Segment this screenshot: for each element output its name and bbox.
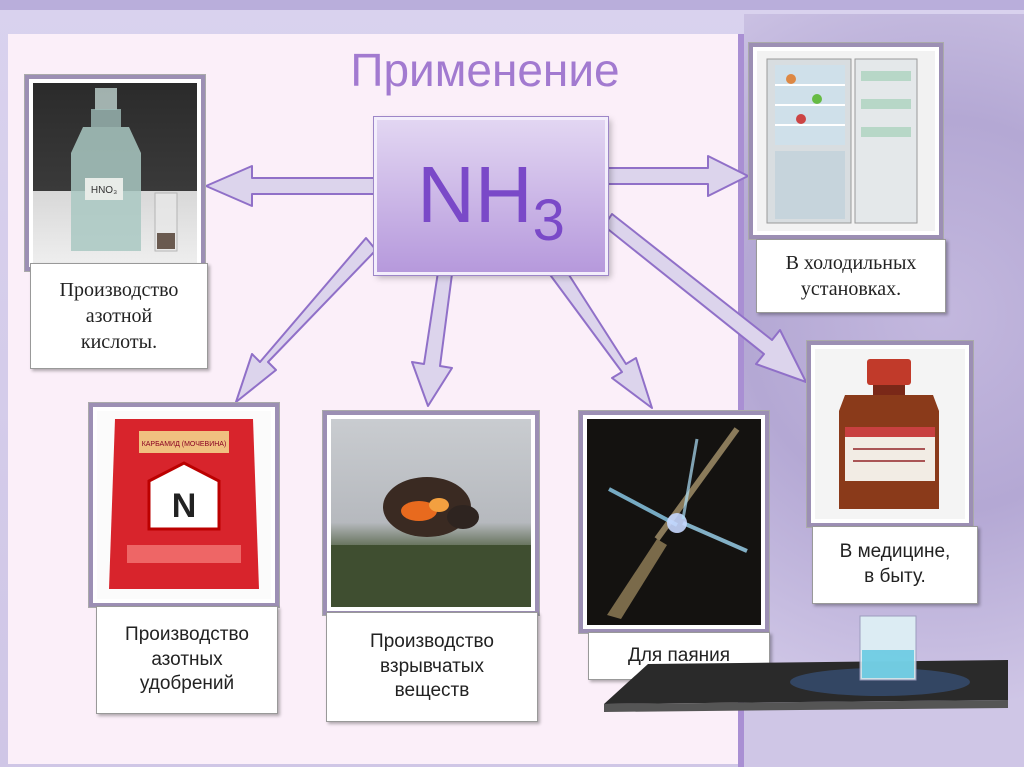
- formula-main: NH: [417, 150, 533, 239]
- bag-logo: N: [172, 487, 197, 525]
- refrigerator-illustration: [766, 58, 918, 224]
- caption-explosives: Производство взрывчатых веществ: [326, 612, 538, 722]
- formula-subscript: 3: [532, 188, 565, 253]
- photo-refrigerator: [748, 42, 944, 240]
- arrow-to-explosives: [411, 271, 453, 407]
- panel-border: [738, 34, 744, 767]
- arrow-to-medicine: [603, 213, 807, 383]
- photo-soldering: [578, 410, 770, 634]
- photo-fertilizer: КАРБАМИД (МОЧЕВИНА) N: [88, 402, 280, 608]
- caption-nitric-acid: Производство азотной кислоты.: [30, 263, 208, 369]
- arrow-to-refrigeration: [601, 155, 749, 197]
- caption-fertilizers: Производство азотных удобрений: [96, 606, 278, 714]
- photo-explosion: [322, 410, 540, 616]
- arrow-to-fertilizers: [235, 237, 377, 403]
- arrow-to-nitric-acid: [205, 165, 375, 207]
- caption-refrigeration: В холодильных установках.: [756, 239, 946, 313]
- ammonia-bottle-illustration: [839, 359, 939, 509]
- photo-medicine: [806, 340, 974, 528]
- fertilizer-bag-illustration: КАРБАМИД (МОЧЕВИНА) N: [109, 419, 259, 589]
- formula-box: NH3: [374, 117, 608, 275]
- soldering-illustration: [607, 427, 748, 619]
- top-stripe: [0, 0, 1024, 10]
- arrow-to-soldering: [547, 263, 653, 409]
- slide-title: Применение: [350, 44, 620, 96]
- explosion-illustration: [331, 477, 531, 607]
- acid-bottle-illustration: HNO₃: [71, 88, 178, 252]
- bag-brand: КАРБАМИД (МОЧЕВИНА): [142, 441, 227, 448]
- bottle-label: HNO₃: [91, 185, 117, 196]
- photo-nitric-acid: HNO₃: [24, 74, 206, 272]
- caption-medicine: В медицине, в быту.: [812, 526, 978, 604]
- lab-table-decoration: [604, 615, 1008, 712]
